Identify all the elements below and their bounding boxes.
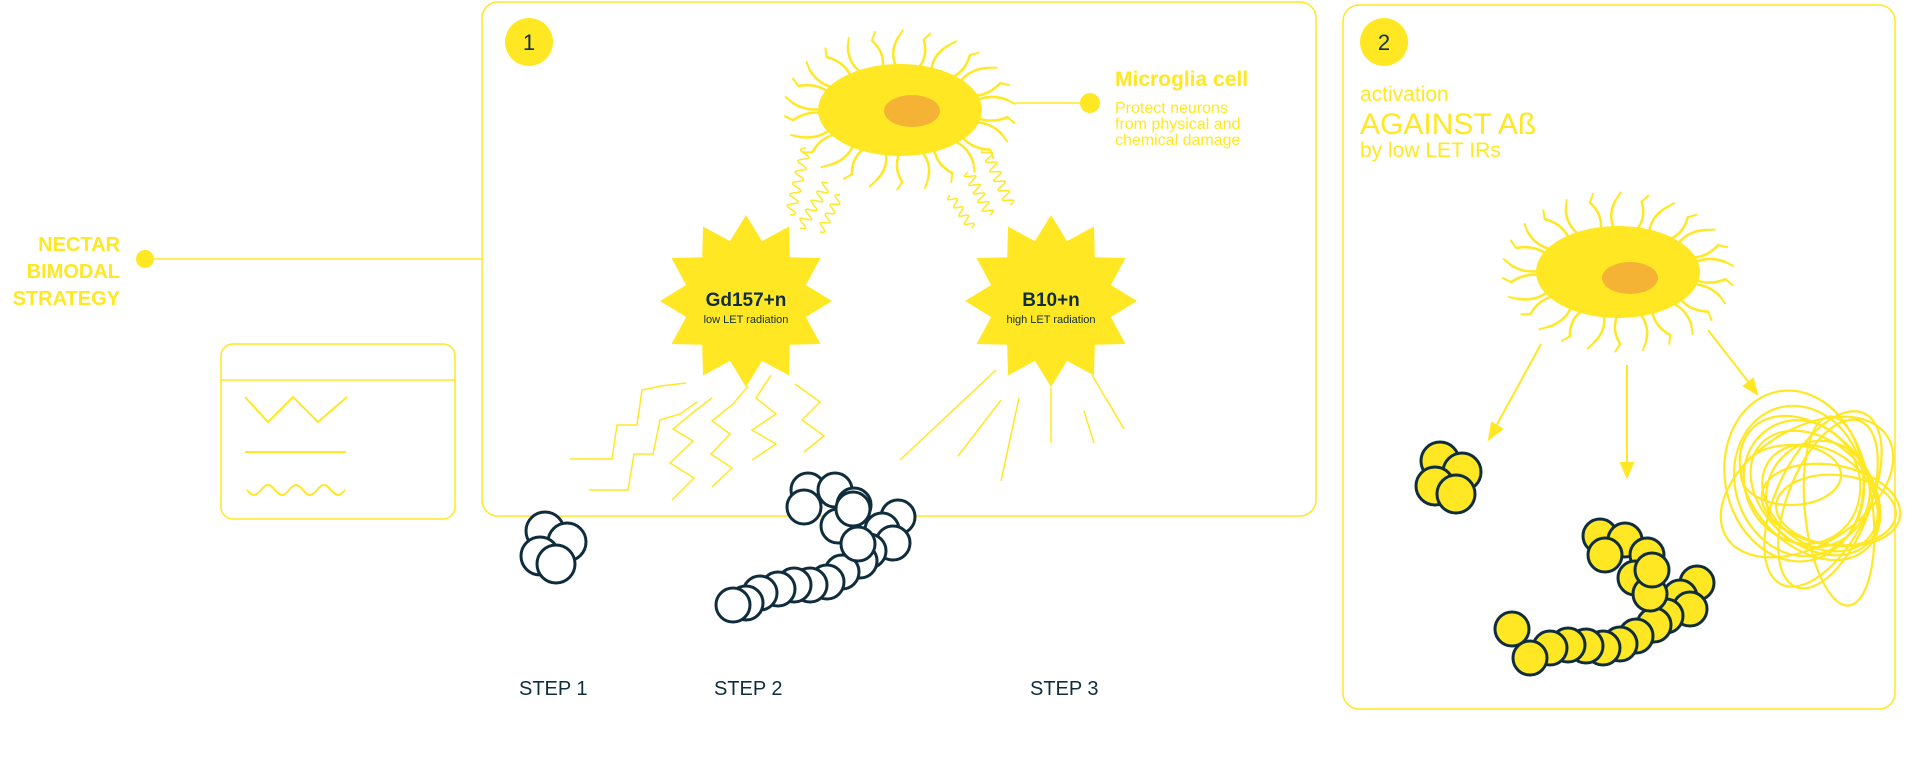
step-2-label: STEP 2: [714, 678, 783, 700]
attack-arrows: [1487, 329, 1759, 480]
panel-2-line-2: AGAINST Aß: [1360, 108, 1536, 141]
microglia-title: Microglia cell: [1115, 68, 1248, 91]
strategy-label: NECTAR BIMODAL STRATEGY: [13, 234, 482, 310]
step-labels: STEP 1 STEP 2 STEP 3: [519, 678, 1099, 700]
microglia-desc-3: chemical damage: [1115, 132, 1241, 149]
panel-2-frame: [1342, 4, 1896, 710]
strategy-line-3: STRATEGY: [13, 288, 121, 310]
panel-1-badge-label: 1: [523, 30, 535, 55]
fibril-tangle-icon: [1719, 389, 1902, 607]
high-let-radiation-lines: [899, 369, 1125, 482]
emission-squiggles: [786, 147, 1015, 233]
panel-2-badge: [1360, 18, 1408, 66]
b-subtitle: high LET radiation: [1006, 314, 1095, 326]
gd-star-icon: [660, 215, 832, 387]
b-star-icon: [965, 215, 1137, 387]
microglia-cell-icon: [784, 29, 1016, 191]
gd-subtitle: low LET radiation: [704, 314, 789, 326]
strategy-line-2: BIMODAL: [27, 261, 120, 283]
microglia-dot: [1080, 93, 1100, 113]
low-let-radiation-lines: [570, 374, 826, 501]
panel-1: 1 Microglia cell Protect neurons from ph…: [481, 1, 1317, 517]
panel-2: 2 activation AGAINST Aß by low LET IRs: [1342, 4, 1902, 710]
panel-2-badge-label: 2: [1378, 30, 1390, 55]
wave-card-frame: [220, 343, 456, 520]
sine-wave-icon: [246, 484, 346, 496]
gd-title: Gd157+n: [706, 290, 787, 311]
strategy-line-1: NECTAR: [38, 234, 120, 256]
gd-burst: Gd157+n low LET radiation: [660, 215, 832, 387]
microglia-desc-2: from physical and: [1115, 116, 1240, 133]
amyloid-aggregates-activated: [1414, 440, 1716, 677]
panel-2-line-1: activation: [1360, 83, 1449, 106]
wave-card: [220, 343, 456, 520]
panel-2-line-3: by low LET IRs: [1360, 139, 1501, 162]
step-1-label: STEP 1: [519, 678, 588, 700]
microglia-desc-1: Protect neurons: [1115, 100, 1228, 117]
b-burst: B10+n high LET radiation: [965, 215, 1137, 387]
amyloid-aggregates: [519, 471, 917, 624]
microglia-cell-2-icon: [1502, 191, 1734, 353]
panel-1-badge: [505, 18, 553, 66]
step-3-label: STEP 3: [1030, 678, 1099, 700]
b-title: B10+n: [1022, 290, 1080, 311]
zigzag-wave-icon: [244, 395, 348, 424]
